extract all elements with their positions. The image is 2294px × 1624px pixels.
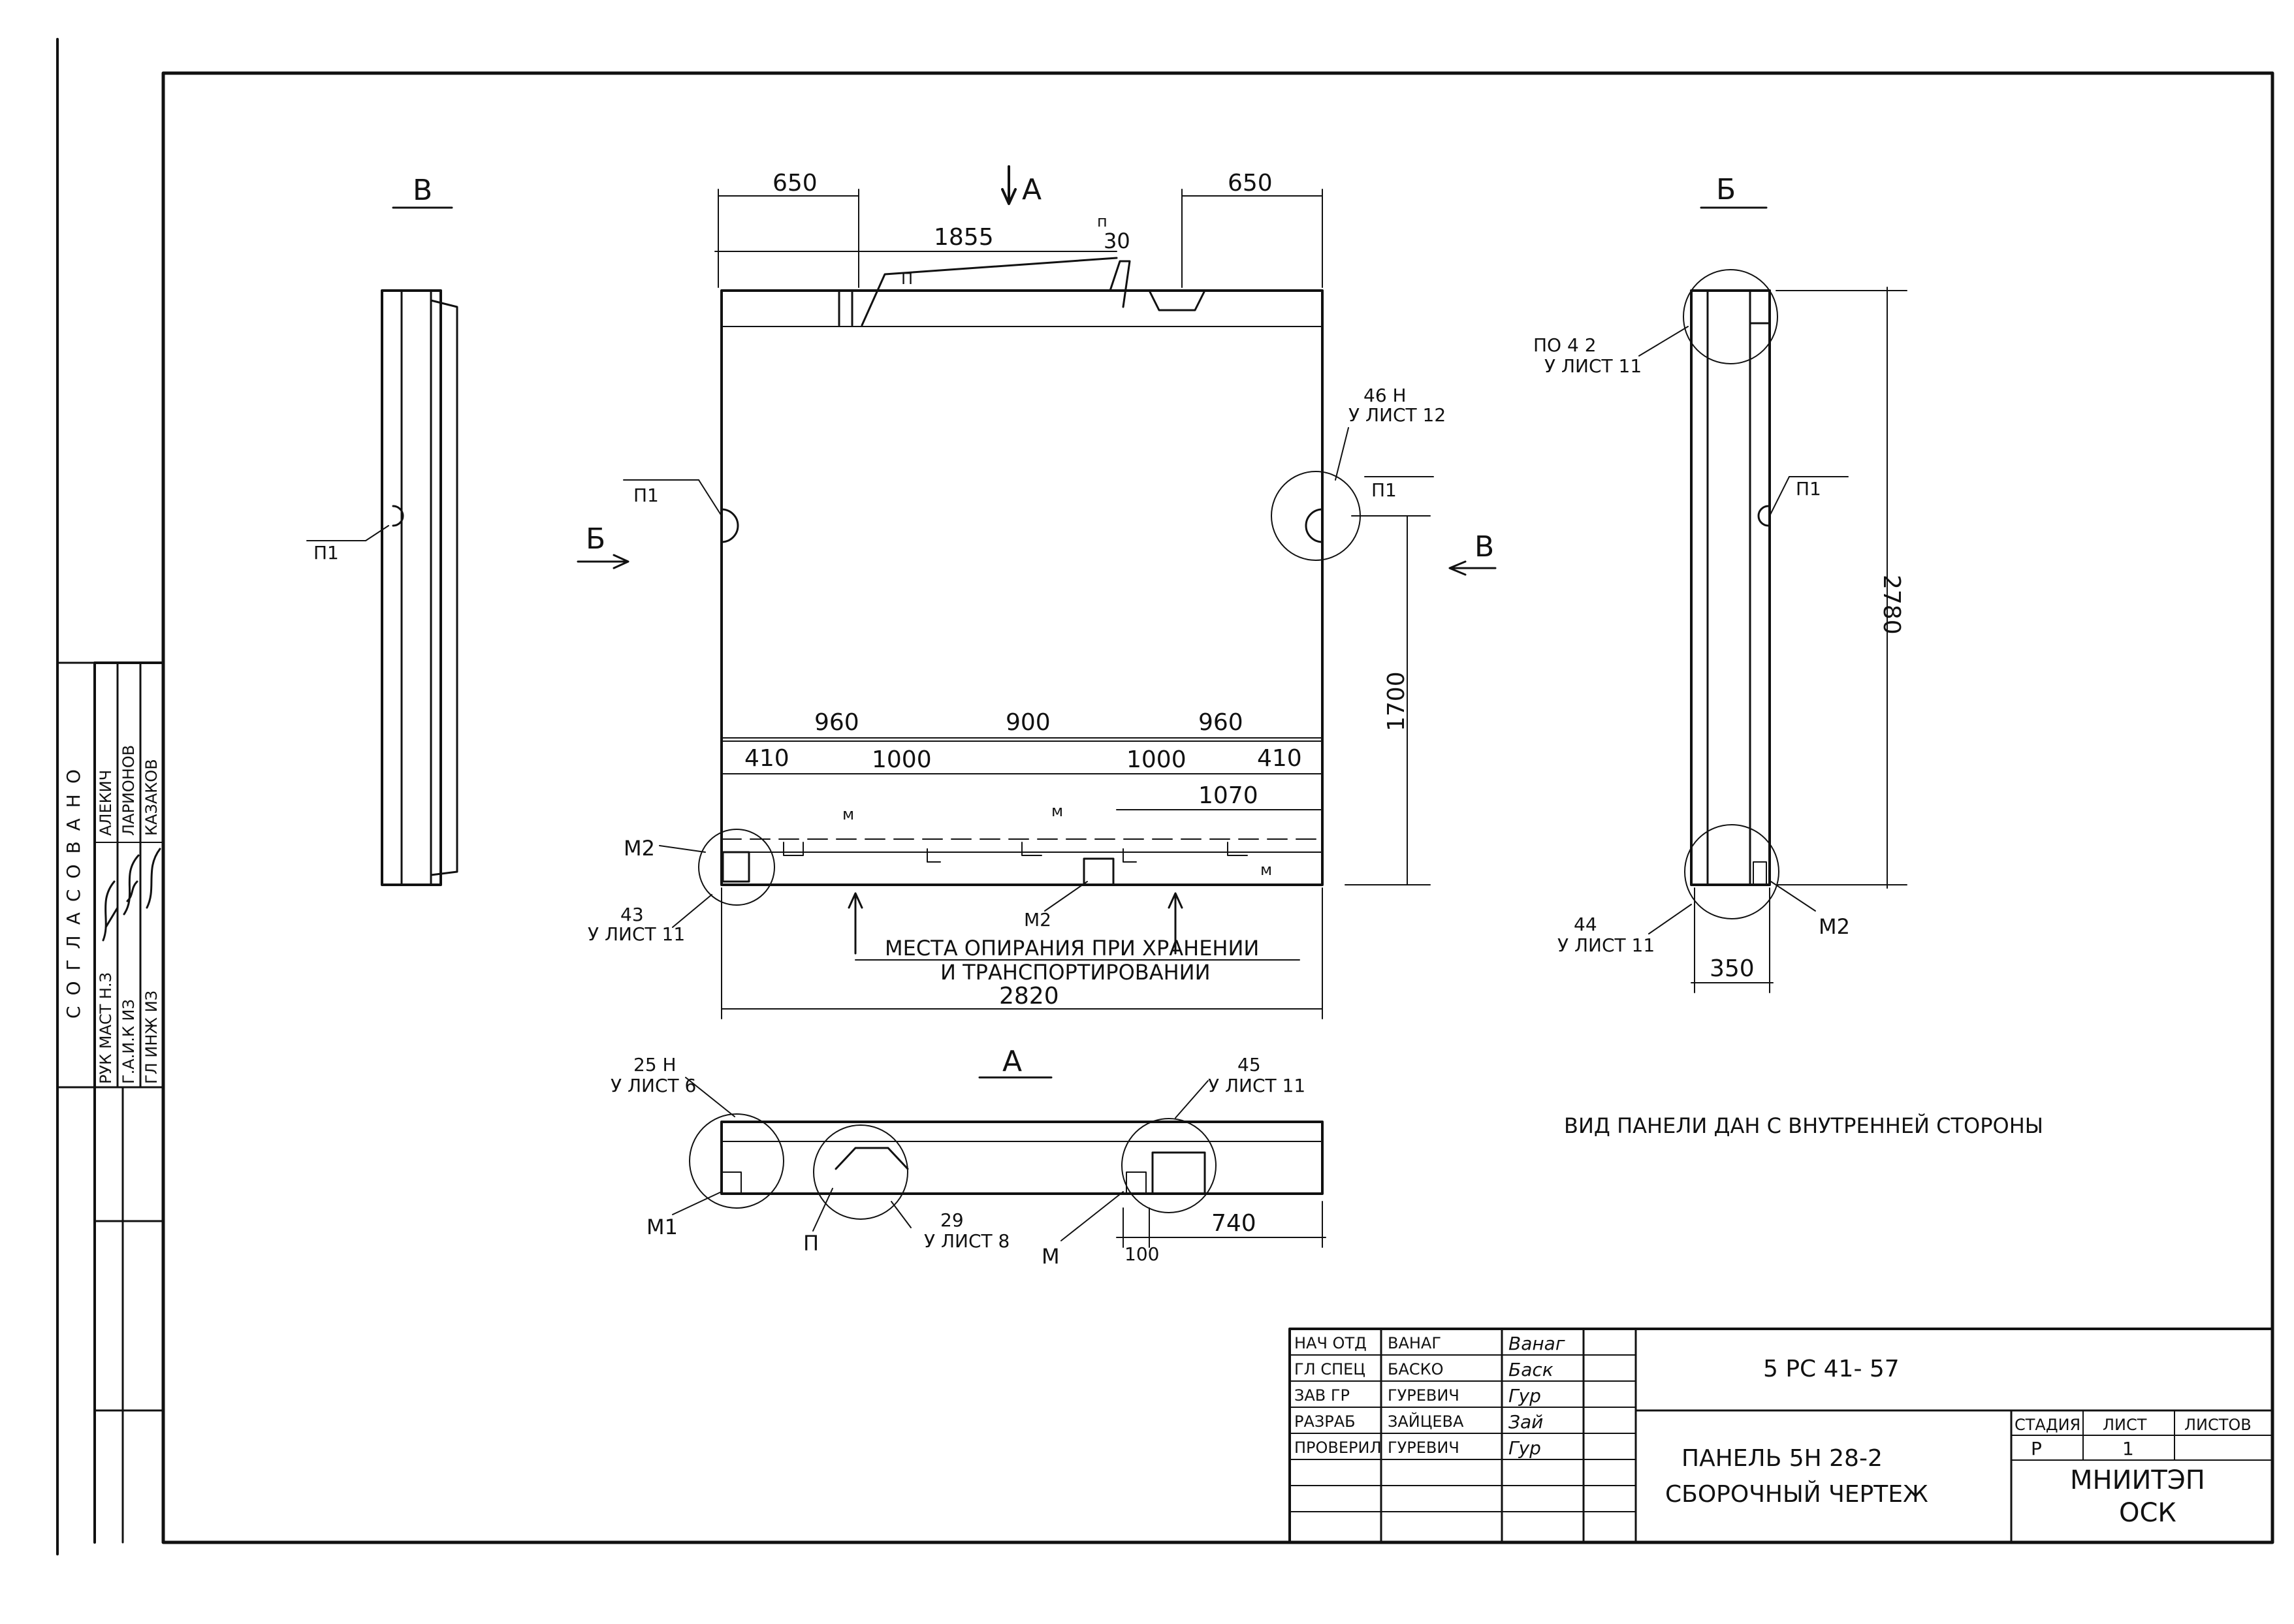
node-44-sheet: У ЛИСТ 11 [1557, 934, 1655, 956]
dim-top-small: 30 [1104, 229, 1130, 253]
dim-mid-right: 960 [1198, 709, 1243, 736]
node-42-num: ПО 4 2 [1533, 334, 1597, 356]
dim-low-left-b: 1000 [872, 746, 932, 773]
main-elevation: А Б В 650 650 1855 п 30 П 46 Н У ЛИСТ 12… [577, 165, 1497, 1019]
node-46-num: 46 Н [1363, 385, 1407, 406]
approval-name-1: АЛЕКИЧ [97, 770, 115, 836]
stage-header: СТАДИЯ [2015, 1416, 2080, 1434]
arrow-b-label: Б [586, 522, 605, 556]
stage-value: Р [2031, 1438, 2042, 1459]
view-a-m1: М1 [646, 1215, 678, 1239]
staff-role-3: ЗАВ ГР [1294, 1386, 1350, 1405]
view-a-p: П [803, 1231, 819, 1256]
dim-height: 1700 [1383, 671, 1410, 731]
approval-signature-2 [123, 854, 140, 915]
view-a-m: М [1042, 1244, 1060, 1269]
staff-sign-1: Ванаг [1508, 1333, 1565, 1354]
approval-signature-1 [102, 880, 119, 942]
title-line-1: ПАНЕЛЬ 5Н 28-2 [1681, 1445, 1883, 1472]
sheet-header: ЛИСТ [2103, 1416, 2147, 1434]
approval-role-1: РУК МАСТ Н.З [97, 972, 115, 1084]
approval-title: СОГЛАСОВАНО [63, 759, 84, 1019]
staff-role-2: ГЛ СПЕЦ [1294, 1360, 1365, 1378]
dim-low-inner: 1070 [1198, 782, 1258, 809]
right-p1: П1 [1796, 478, 1821, 500]
node-45-sheet: У ЛИСТ 11 [1208, 1075, 1305, 1096]
staff-role-1: НАЧ ОТД [1294, 1334, 1367, 1352]
section-view-b: Б ПО 4 2 У ЛИСТ 11 П1 2780 44 У ЛИСТ 11 … [1533, 173, 1907, 993]
dim-mid-left: 960 [814, 709, 859, 736]
support-note-line-1: МЕСТА ОПИРАНИЯ ПРИ ХРАНЕНИИ [885, 936, 1259, 961]
view-a: А 25 Н У ЛИСТ 6 45 У ЛИСТ 11 М1 П 29 У Л… [611, 1045, 1326, 1269]
approval-role-3: ГЛ ИНЖ ИЗ [142, 991, 161, 1084]
staff-name-3: ГУРЕВИЧ [1388, 1386, 1459, 1405]
staff-sign-4: Зай [1508, 1411, 1543, 1433]
node-43-sheet: У ЛИСТ 11 [588, 923, 685, 945]
m-small-2: м [1051, 802, 1063, 820]
right-m2: М2 [1819, 914, 1850, 939]
dim-mid-center: 900 [1006, 709, 1051, 736]
main-p1-right: П1 [1371, 479, 1397, 501]
support-note-line-2: И ТРАНСПОРТИРОВАНИИ [940, 960, 1211, 985]
approval-stamp: СОГЛАСОВАНО РУК МАСТ Н.З АЛЕКИЧ Г.А.И.К … [63, 661, 164, 1089]
org-line-2: ОСК [2119, 1498, 2176, 1528]
main-p1-left: П1 [633, 485, 659, 506]
staff-name-4: ЗАЙЦЕВА [1388, 1412, 1464, 1431]
org-line-1: МНИИТЭП [2070, 1465, 2205, 1495]
view-a-label: А [1002, 1045, 1022, 1078]
dim-view-a-right: 740 [1211, 1210, 1256, 1237]
doc-code: 5 РС 41- 57 [1763, 1356, 1900, 1382]
staff-role-4: РАЗРАБ [1294, 1412, 1356, 1431]
title-block: НАЧ ОТД ВАНАГ Ванаг ГЛ СПЕЦ БАСКО Баск З… [1288, 1328, 2274, 1544]
node-42-sheet: У ЛИСТ 11 [1544, 355, 1642, 377]
section-v-label: В [413, 174, 432, 207]
staff-sign-3: Гур [1508, 1385, 1541, 1407]
node-46-sheet: У ЛИСТ 12 [1348, 404, 1446, 426]
staff-name-2: БАСКО [1388, 1360, 1444, 1378]
approval-role-2: Г.А.И.К ИЗ [119, 999, 138, 1084]
dim-top-left: 650 [773, 170, 818, 197]
dim-right-height: 2780 [1878, 575, 1905, 635]
node-44-num: 44 [1574, 914, 1597, 935]
node-45-num: 45 [1237, 1054, 1261, 1075]
approval-name-3: КАЗАКОВ [142, 759, 161, 836]
arrow-v-label: В [1474, 530, 1494, 564]
approval-name-2: ЛАРИОНОВ [119, 745, 138, 836]
view-a-marker-label: А [1022, 173, 1042, 206]
m-small-3: м [1260, 861, 1272, 879]
dim-overall-width: 2820 [999, 983, 1059, 1010]
staff-sign-2: Баск [1508, 1359, 1553, 1380]
main-m2-left: М2 [624, 836, 655, 861]
dim-top-span: 1855 [934, 224, 994, 251]
node-43-num: 43 [620, 904, 644, 925]
m-small-1: м [842, 805, 854, 823]
dim-right-thickness: 350 [1710, 955, 1755, 982]
dim-low-left: 410 [744, 745, 789, 772]
sheet-frame [56, 38, 2274, 1555]
section-view-v: В П1 [306, 174, 458, 886]
main-m2-bottom: М2 [1024, 909, 1051, 931]
node-25-num: 25 Н [633, 1054, 677, 1075]
dim-view-a-small: 100 [1124, 1243, 1159, 1265]
view-note: ВИД ПАНЕЛИ ДАН С ВНУТРЕННЕЙ СТОРОНЫ [1564, 1113, 2043, 1138]
dim-low-right: 410 [1257, 745, 1302, 772]
staff-name-1: ВАНАГ [1388, 1334, 1441, 1352]
staff-name-5: ГУРЕВИЧ [1388, 1439, 1459, 1457]
staff-sign-5: Гур [1508, 1437, 1541, 1459]
dim-top-right: 650 [1228, 170, 1273, 197]
top-groove-p: П [901, 270, 913, 288]
approval-signature-3 [146, 848, 161, 909]
staff-role-5: ПРОВЕРИЛ [1294, 1439, 1382, 1457]
node-25-sheet: У ЛИСТ 6 [611, 1075, 696, 1096]
section-b-label: Б [1716, 173, 1736, 206]
node-29-sheet: У ЛИСТ 8 [924, 1230, 1010, 1252]
section-v-p1: П1 [313, 542, 339, 564]
sheets-header: ЛИСТОВ [2184, 1416, 2252, 1434]
dim-top-small-p: п [1097, 212, 1107, 231]
dim-low-right-b: 1000 [1126, 746, 1187, 773]
title-line-2: СБОРОЧНЫЙ ЧЕРТЕЖ [1665, 1480, 1928, 1508]
sheet-value: 1 [2122, 1438, 2134, 1459]
node-29-num: 29 [940, 1209, 964, 1231]
